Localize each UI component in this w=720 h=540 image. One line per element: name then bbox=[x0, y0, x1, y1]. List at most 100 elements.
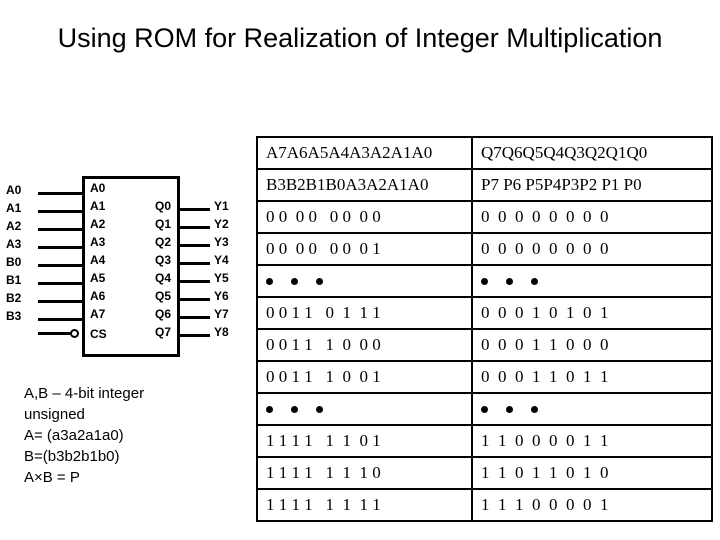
ellipsis-dot bbox=[531, 405, 538, 413]
ellipsis-dot bbox=[266, 277, 273, 285]
caption-line-5: A×B = P bbox=[24, 469, 80, 486]
inversion-bubble-icon bbox=[70, 329, 79, 338]
cell-address: 0 0 0 0 0 0 0 0 bbox=[256, 200, 473, 234]
chip-pin-a4: A4 bbox=[90, 253, 106, 267]
header-cell-address: A7A6A5A4A3A2A1A0 bbox=[256, 136, 473, 170]
chip-pin-a3: A3 bbox=[90, 235, 106, 249]
chip-pin-q4: Q4 bbox=[155, 271, 172, 285]
cell-address-ellipsis bbox=[256, 264, 473, 298]
output-wire-y8 bbox=[178, 334, 210, 337]
cell-address: 1 1 1 1 1 1 1 0 bbox=[256, 456, 473, 490]
ellipsis-dot bbox=[506, 277, 513, 285]
cell-address: 1 1 1 1 1 1 0 1 bbox=[256, 424, 473, 458]
output-label-y8: Y8 bbox=[214, 325, 229, 339]
cell-data: 1 1 1 0 0 0 0 1 bbox=[471, 488, 713, 522]
input-wire-b0 bbox=[38, 264, 84, 267]
input-wire-a0 bbox=[38, 192, 84, 195]
output-label-y1: Y1 bbox=[214, 199, 229, 213]
output-label-y4: Y4 bbox=[214, 253, 229, 267]
chip-pin-a6: A6 bbox=[90, 289, 106, 303]
chip-select-label: CS bbox=[90, 327, 107, 341]
chip-select-wire bbox=[38, 332, 70, 335]
output-wire-y6 bbox=[178, 298, 210, 301]
chip-pin-q1: Q1 bbox=[155, 217, 172, 231]
cell-data: 0 0 0 0 0 0 0 0 bbox=[471, 232, 713, 266]
ellipsis-dot bbox=[481, 277, 488, 285]
header-cell-address: B3B2B1B0A3A2A1A0 bbox=[256, 168, 473, 202]
caption-block: A,B – 4-bit integer unsigned A= (a3a2a1a… bbox=[24, 383, 244, 488]
output-wire-y3 bbox=[178, 244, 210, 247]
output-label-y3: Y3 bbox=[214, 235, 229, 249]
ellipsis-dot bbox=[266, 405, 273, 413]
ellipsis-dot bbox=[481, 405, 488, 413]
output-wire-y5 bbox=[178, 280, 210, 283]
input-label-b0: B0 bbox=[6, 255, 22, 269]
cell-address-ellipsis bbox=[256, 392, 473, 426]
cell-data: 1 1 0 1 1 0 1 0 bbox=[471, 456, 713, 490]
input-label-b1: B1 bbox=[6, 273, 22, 287]
caption-line-3: A= (a3a2a1a0) bbox=[24, 427, 124, 444]
ellipsis-dot bbox=[531, 277, 538, 285]
chip-pin-q0: Q0 bbox=[155, 199, 172, 213]
page-title: Using ROM for Realization of Integer Mul… bbox=[57, 23, 663, 53]
input-wire-a2 bbox=[38, 228, 84, 231]
header-cell-data: P7 P6 P5P4P3P2 P1 P0 bbox=[471, 168, 713, 202]
header-cell-data: Q7Q6Q5Q4Q3Q2Q1Q0 bbox=[471, 136, 713, 170]
output-wire-y2 bbox=[178, 226, 210, 229]
input-label-a1: A1 bbox=[6, 201, 22, 215]
output-label-y5: Y5 bbox=[214, 271, 229, 285]
output-wire-y7 bbox=[178, 316, 210, 319]
input-label-a2: A2 bbox=[6, 219, 22, 233]
chip-pin-a2: A2 bbox=[90, 217, 106, 231]
input-label-a0: A0 bbox=[6, 183, 22, 197]
chip-pin-a5: A5 bbox=[90, 271, 106, 285]
input-label-a3: A3 bbox=[6, 237, 22, 251]
input-wire-b1 bbox=[38, 282, 84, 285]
ellipsis-dot bbox=[506, 405, 513, 413]
cell-address: 0 0 1 1 1 0 0 1 bbox=[256, 360, 473, 394]
input-label-b3: B3 bbox=[6, 309, 22, 323]
input-wire-b2 bbox=[38, 300, 84, 303]
cell-data: 0 0 0 0 0 0 0 0 bbox=[471, 200, 713, 234]
cell-address: 1 1 1 1 1 1 1 1 bbox=[256, 488, 473, 522]
input-wire-a1 bbox=[38, 210, 84, 213]
output-label-y7: Y7 bbox=[214, 307, 229, 321]
chip-pin-q7: Q7 bbox=[155, 325, 172, 339]
caption-line-2: unsigned bbox=[24, 406, 85, 423]
output-wire-y1 bbox=[178, 208, 210, 211]
input-wire-a3 bbox=[38, 246, 84, 249]
output-label-y6: Y6 bbox=[214, 289, 229, 303]
cell-address: 0 0 1 1 1 0 0 0 bbox=[256, 328, 473, 362]
chip-pin-q2: Q2 bbox=[155, 235, 172, 249]
chip-pin-a0: A0 bbox=[90, 181, 106, 195]
chip-pin-a7: A7 bbox=[90, 307, 106, 321]
ellipsis-dot bbox=[316, 277, 323, 285]
table-ellipsis-row bbox=[256, 264, 713, 298]
chip-pin-q5: Q5 bbox=[155, 289, 172, 303]
cell-data-ellipsis bbox=[471, 264, 713, 298]
caption-line-1: A,B – 4-bit integer bbox=[24, 385, 145, 402]
cell-address: 0 0 0 0 0 0 0 1 bbox=[256, 232, 473, 266]
ellipsis-dot bbox=[291, 405, 298, 413]
chip-pin-q3: Q3 bbox=[155, 253, 172, 267]
ellipsis-dot bbox=[291, 277, 298, 285]
cell-data: 0 0 0 1 1 0 0 0 bbox=[471, 328, 713, 362]
input-label-b2: B2 bbox=[6, 291, 22, 305]
cell-data: 0 0 0 1 1 0 1 1 bbox=[471, 360, 713, 394]
cell-data: 0 0 0 1 0 1 0 1 bbox=[471, 296, 713, 330]
caption-line-4: B=(b3b2b1b0) bbox=[24, 448, 120, 465]
cell-address: 0 0 1 1 0 1 1 1 bbox=[256, 296, 473, 330]
chip-pin-a1: A1 bbox=[90, 199, 106, 213]
cell-data: 1 1 0 0 0 0 1 1 bbox=[471, 424, 713, 458]
ellipsis-dot bbox=[316, 405, 323, 413]
table-ellipsis-row bbox=[256, 392, 713, 426]
